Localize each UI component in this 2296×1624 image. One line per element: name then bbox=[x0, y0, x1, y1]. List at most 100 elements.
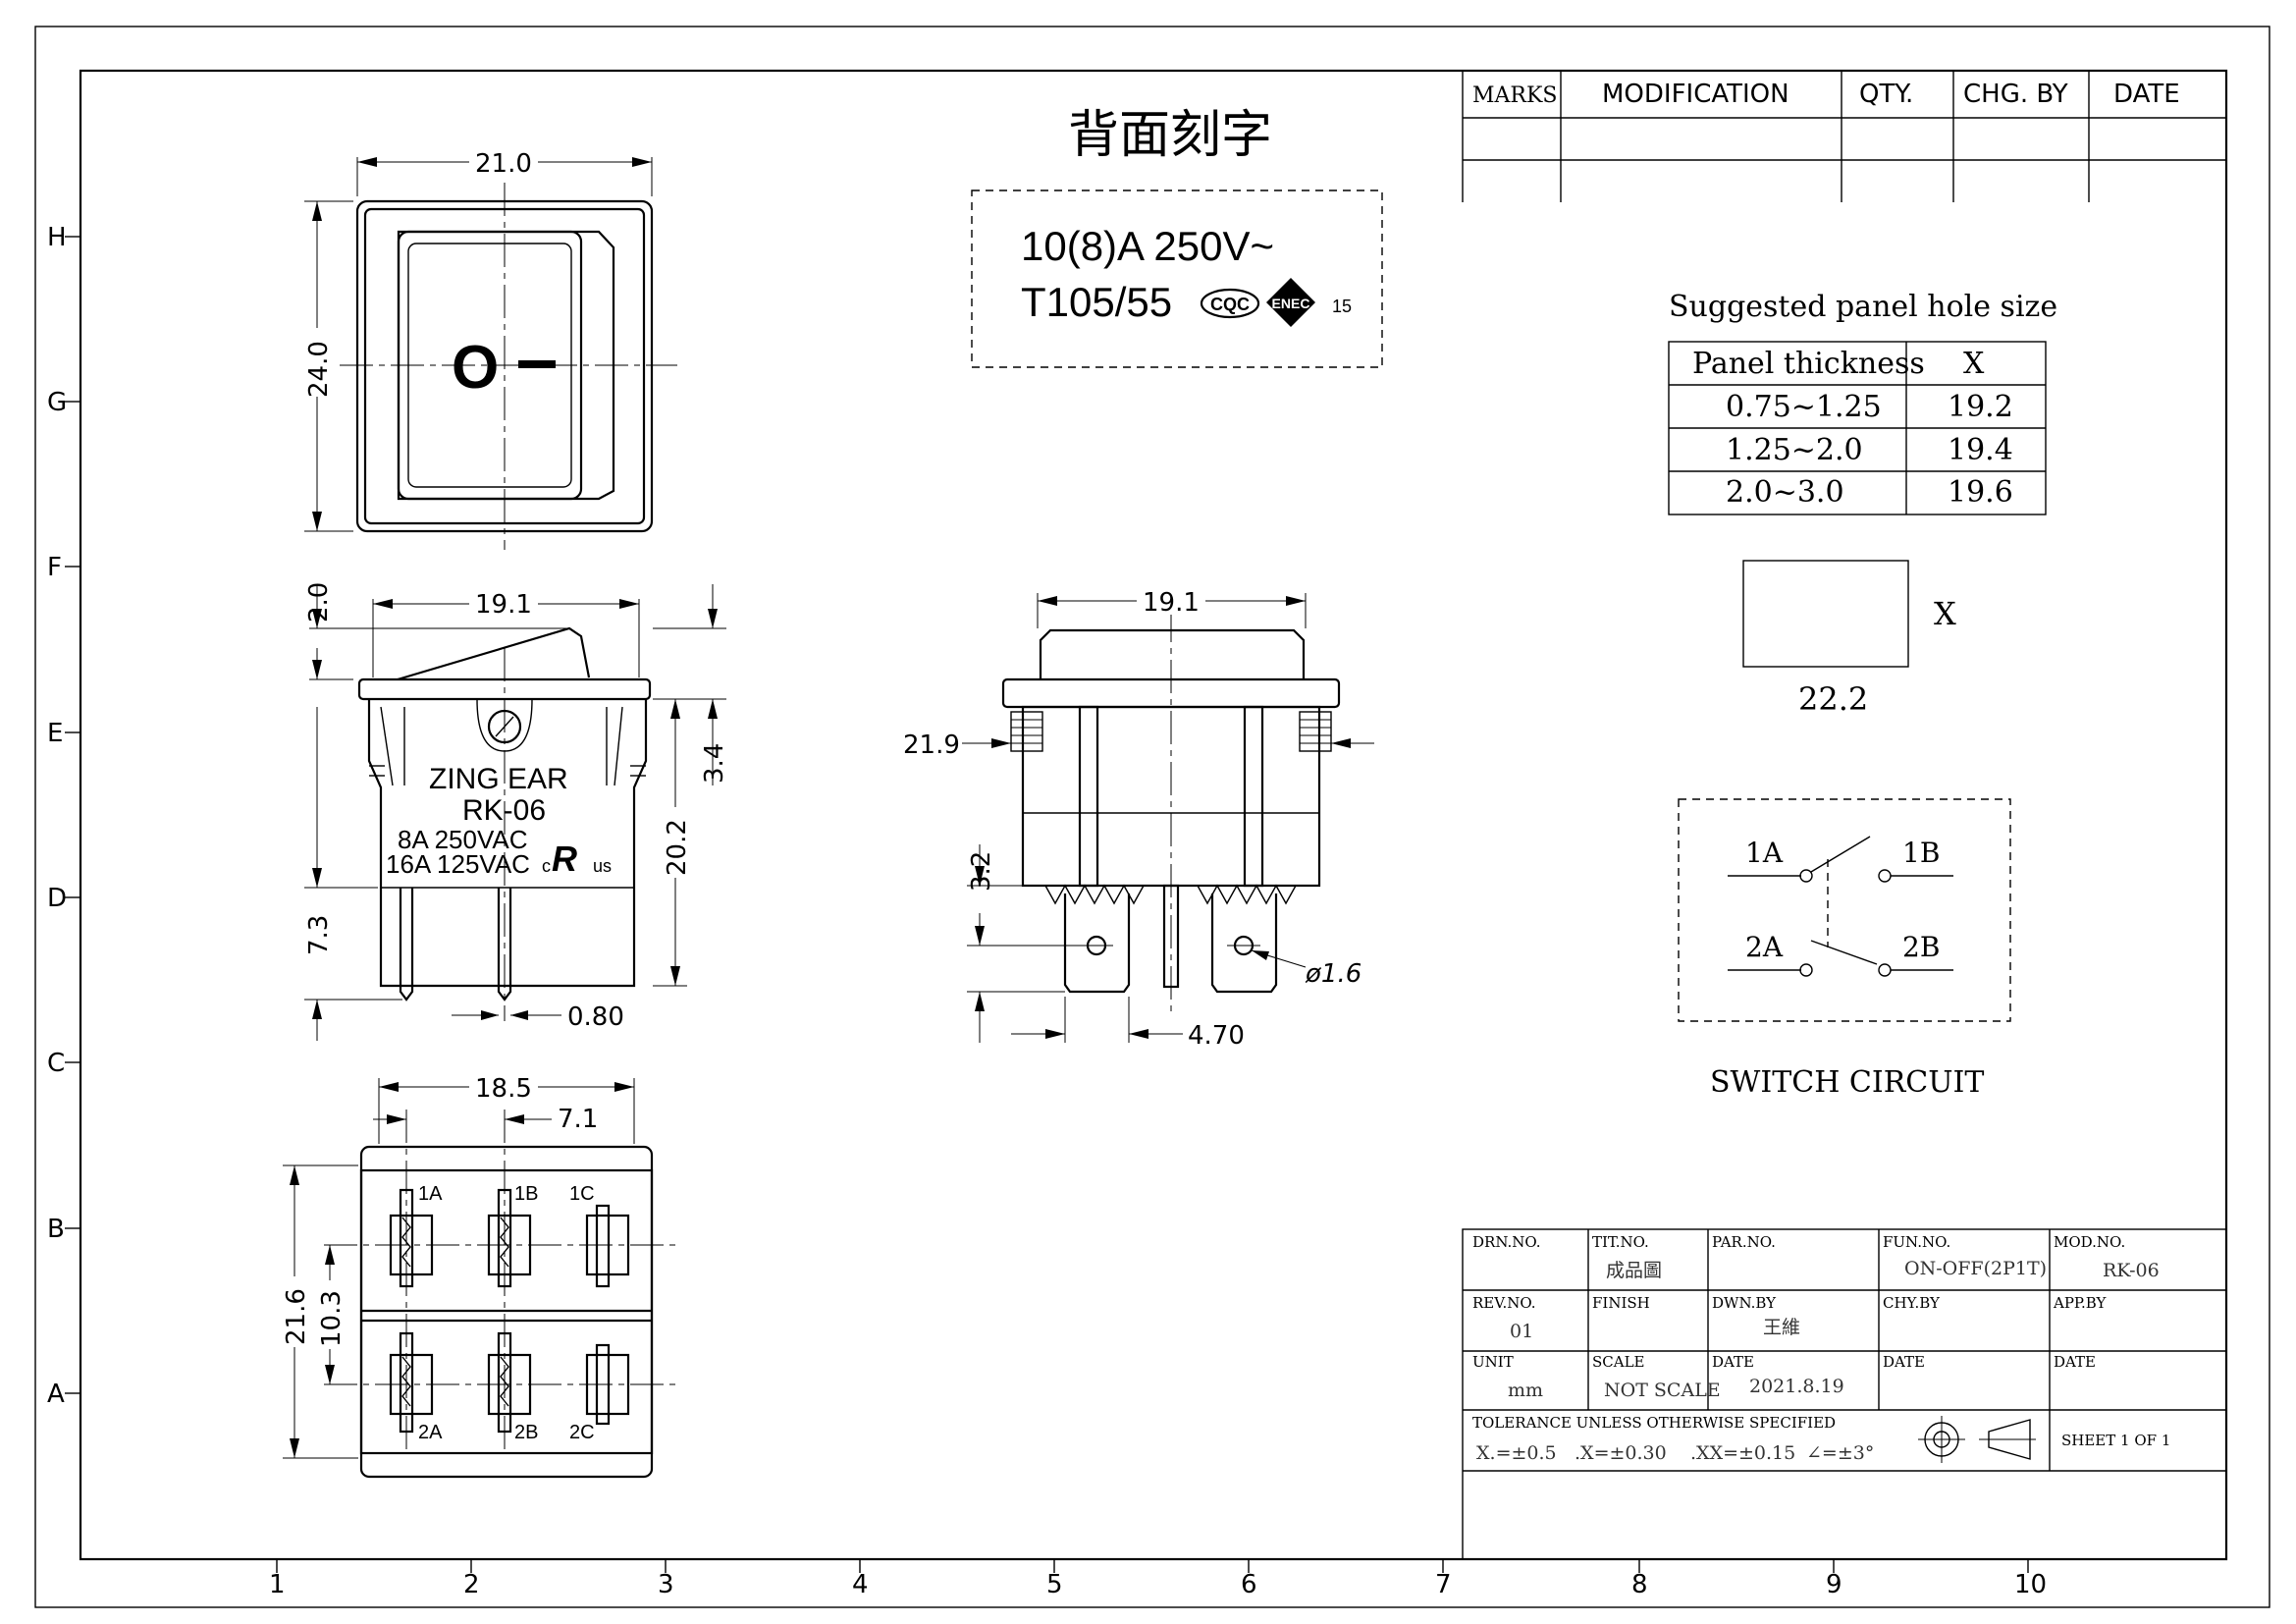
rev-header-chg-by: CHG. BY bbox=[1963, 80, 2068, 109]
back-marking: 背面刻字 10(8)A 250V~ T105/55 CQC ENEC 15 bbox=[971, 106, 1383, 368]
panel-hole-x: X bbox=[1934, 595, 1956, 632]
svg-text:DATE: DATE bbox=[2054, 1353, 2096, 1371]
tb-tolerance: TOLERANCE UNLESS OTHERWISE SPECIFIED bbox=[1472, 1414, 1836, 1432]
svg-text:2B: 2B bbox=[1902, 931, 1940, 963]
tb-date-value: 2021.8.19 bbox=[1749, 1376, 1844, 1397]
marking-title: 背面刻字 bbox=[1068, 106, 1272, 165]
svg-text:X: X bbox=[1963, 347, 1985, 381]
svg-text:FUN.NO.: FUN.NO. bbox=[1883, 1233, 1950, 1251]
outer-border bbox=[34, 26, 2270, 1608]
marking-line1: 10(8)A 250V~ bbox=[1021, 223, 1274, 269]
side-rating1: 8A 250VAC bbox=[398, 825, 528, 854]
svg-text:X.=±0.5: X.=±0.5 bbox=[1476, 1442, 1557, 1464]
pin-2a: 2A bbox=[389, 1331, 443, 1443]
side-brand: ZING EAR bbox=[429, 763, 568, 795]
dim-bottom-width: 18.5 bbox=[475, 1074, 532, 1104]
svg-text:2: 2 bbox=[463, 1570, 480, 1599]
title-block: DRN.NO. TIT.NO. 成品圖 PAR.NO. FUN.NO. ON-O… bbox=[1462, 1228, 2227, 1560]
svg-text:19.6: 19.6 bbox=[1948, 475, 2013, 510]
svg-text:19.2: 19.2 bbox=[1948, 390, 2013, 424]
rev-header-date: DATE bbox=[2113, 80, 2180, 109]
svg-text:PAR.NO.: PAR.NO. bbox=[1712, 1233, 1776, 1251]
switch-circuit: 1A 1B 2A 2B SWITCH CIRCUIT bbox=[1678, 798, 2011, 1100]
svg-text:REV.NO.: REV.NO. bbox=[1472, 1294, 1536, 1312]
svg-text:c: c bbox=[542, 856, 551, 876]
svg-text:DRN.NO.: DRN.NO. bbox=[1472, 1233, 1541, 1251]
svg-text:APP.BY: APP.BY bbox=[2053, 1294, 2108, 1312]
tb-scale-value: NOT SCALE bbox=[1604, 1380, 1721, 1401]
pin-2c: 2C bbox=[569, 1343, 630, 1443]
grid-col-ticks bbox=[276, 1559, 2029, 1573]
projection-symbol-icon bbox=[1918, 1416, 2036, 1463]
grid-col-labels: 1 2 3 4 5 6 7 8 9 10 bbox=[269, 1570, 2047, 1599]
svg-text:1: 1 bbox=[269, 1570, 286, 1599]
rev-header-marks: MARKS bbox=[1472, 83, 1558, 108]
end-view: 19.1 21.9 3.2 4.70 ø1.6 bbox=[903, 585, 1374, 1051]
tb-revision-value: 01 bbox=[1510, 1321, 1533, 1342]
tb-title-value: 成品圖 bbox=[1606, 1260, 1662, 1281]
svg-text:10: 10 bbox=[2014, 1570, 2047, 1599]
grid-row-ticks bbox=[65, 236, 80, 1394]
svg-text:CHY.BY: CHY.BY bbox=[1883, 1294, 1941, 1312]
dim-end-terminal: 4.70 bbox=[1188, 1021, 1245, 1051]
svg-text:2A: 2A bbox=[418, 1422, 443, 1443]
svg-text:1A: 1A bbox=[418, 1183, 443, 1205]
svg-text:E: E bbox=[47, 719, 63, 748]
svg-text:3: 3 bbox=[658, 1570, 674, 1599]
pin-1a: 1A bbox=[389, 1183, 443, 1288]
bottom-view: 1A 1B 1C 2A 2B 2C bbox=[280, 1072, 677, 1479]
svg-text:DATE: DATE bbox=[1883, 1353, 1925, 1371]
circuit-title: SWITCH CIRCUIT bbox=[1710, 1065, 1984, 1100]
side-rating2: 16A 125VAC bbox=[386, 849, 530, 879]
dim-side-terminal: 7.3 bbox=[304, 915, 334, 955]
svg-text:F: F bbox=[47, 553, 62, 582]
tb-model-value: RK-06 bbox=[2103, 1260, 2160, 1281]
svg-text:9: 9 bbox=[1826, 1570, 1842, 1599]
svg-text:2C: 2C bbox=[569, 1422, 595, 1443]
svg-text:DWN.BY: DWN.BY bbox=[1712, 1294, 1777, 1312]
dim-front-width: 21.0 bbox=[475, 149, 532, 179]
svg-text:C: C bbox=[47, 1049, 65, 1078]
svg-text:1A: 1A bbox=[1745, 837, 1784, 869]
pin-1c: 1C bbox=[569, 1183, 630, 1288]
dim-bottom-pitch: 7.1 bbox=[558, 1105, 598, 1134]
svg-text:A: A bbox=[47, 1380, 65, 1409]
svg-text:5: 5 bbox=[1046, 1570, 1063, 1599]
marking-line2: T105/55 bbox=[1021, 279, 1172, 325]
rev-header-modification: MODIFICATION bbox=[1602, 80, 1789, 109]
tb-sheet: SHEET 1 OF 1 bbox=[2061, 1432, 2170, 1449]
svg-text:D: D bbox=[47, 884, 67, 913]
dim-side-thickness: 0.80 bbox=[567, 1002, 624, 1032]
svg-text:SCALE: SCALE bbox=[1592, 1353, 1645, 1371]
svg-text:R: R bbox=[552, 839, 577, 879]
dim-side-body: 20.2 bbox=[663, 819, 692, 876]
cqc-logo: CQC bbox=[1200, 288, 1260, 319]
svg-text:MOD.NO.: MOD.NO. bbox=[2054, 1233, 2125, 1251]
panel-hole-title: Suggested panel hole size bbox=[1669, 290, 2057, 324]
dim-side-flange: 3.4 bbox=[700, 743, 729, 784]
grid-row-labels: H G F E D C B A bbox=[47, 223, 67, 1409]
dim-end-hole: ø1.6 bbox=[1305, 959, 1362, 989]
svg-text:8: 8 bbox=[1631, 1570, 1648, 1599]
dim-end-clip: 21.9 bbox=[903, 731, 960, 760]
svg-text:.XX=±0.15: .XX=±0.15 bbox=[1690, 1442, 1795, 1464]
svg-text:DATE: DATE bbox=[1712, 1353, 1754, 1371]
dim-end-offset: 3.2 bbox=[967, 851, 996, 892]
svg-text:7: 7 bbox=[1435, 1570, 1452, 1599]
rev-header-qty: QTY. bbox=[1859, 80, 1913, 109]
svg-text:1.25~2.0: 1.25~2.0 bbox=[1726, 433, 1863, 467]
svg-text:0.75~1.25: 0.75~1.25 bbox=[1726, 390, 1882, 424]
dim-side-width: 19.1 bbox=[475, 590, 532, 620]
svg-text:1B: 1B bbox=[1902, 837, 1940, 869]
svg-text:∠=±3°: ∠=±3° bbox=[1806, 1442, 1874, 1464]
panel-hole-table: Suggested panel hole size Panel thicknes… bbox=[1668, 290, 2057, 515]
dim-side-rocker: 2.0 bbox=[304, 582, 334, 623]
side-view: ZING EAR RK-06 8A 250VAC 16A 125VAC c R … bbox=[302, 582, 729, 1041]
svg-text:ENEC: ENEC bbox=[1272, 296, 1310, 311]
svg-text:2.0~3.0: 2.0~3.0 bbox=[1726, 475, 1844, 510]
dim-bottom-row-pitch: 10.3 bbox=[317, 1290, 347, 1347]
dim-bottom-height: 21.6 bbox=[282, 1288, 311, 1345]
svg-text:Panel thickness: Panel thickness bbox=[1692, 347, 1925, 381]
svg-text:H: H bbox=[47, 223, 67, 252]
